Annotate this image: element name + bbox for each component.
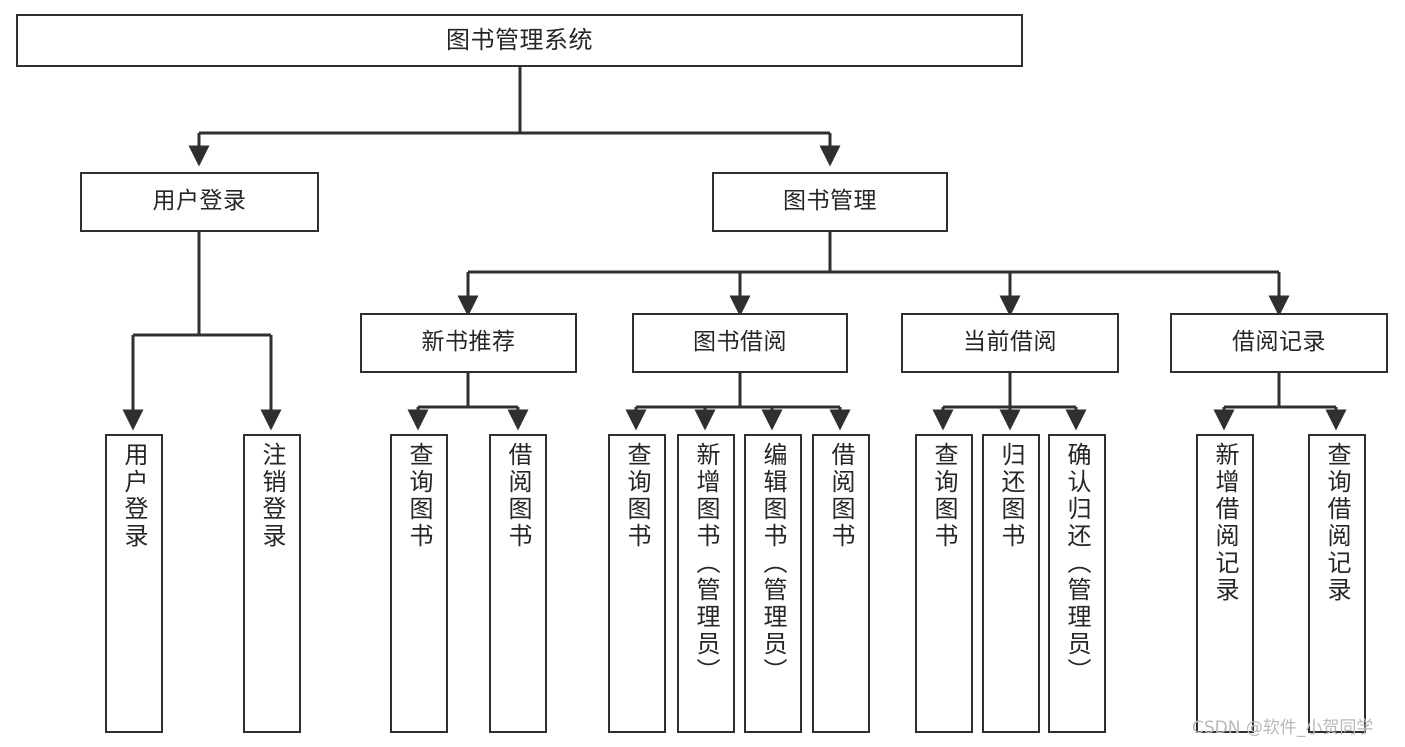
node-label: 查询图书: [623, 442, 651, 550]
node-leaf-query-borrow-record[interactable]: 查询借阅记录: [1308, 434, 1366, 733]
node-label: 借阅记录: [1232, 329, 1326, 356]
node-label: 新书推荐: [421, 329, 516, 356]
node-leaf-user-login[interactable]: 用户登录: [105, 434, 163, 733]
node-book-management-system[interactable]: 图书管理系统: [16, 14, 1023, 67]
watermark-text: CSDN @软件_小贺同学: [1192, 718, 1374, 738]
node-current-borrow[interactable]: 当前借阅: [901, 313, 1119, 373]
node-leaf-query-book-2[interactable]: 查询图书: [608, 434, 666, 733]
node-leaf-query-book-1[interactable]: 查询图书: [390, 434, 448, 733]
node-label: 图书管理: [783, 188, 877, 215]
node-label: 查询图书: [930, 442, 958, 550]
node-label: 用户登录: [152, 188, 247, 215]
node-label: 查询图书: [405, 442, 433, 550]
node-book-borrow[interactable]: 图书借阅: [632, 313, 848, 373]
node-label: 借阅图书: [504, 442, 532, 550]
node-leaf-confirm-return-admin[interactable]: 确认归还（管理员）: [1048, 434, 1106, 733]
node-label: 图书借阅: [693, 329, 787, 356]
node-label: 用户登录: [120, 442, 148, 550]
node-leaf-edit-book-admin[interactable]: 编辑图书（管理员）: [744, 434, 802, 733]
node-label: 图书管理系统: [446, 26, 593, 55]
node-leaf-logout-login[interactable]: 注销登录: [243, 434, 301, 733]
node-label: 借阅图书: [827, 442, 855, 550]
node-leaf-add-borrow-record[interactable]: 新增借阅记录: [1196, 434, 1254, 733]
node-leaf-return-book[interactable]: 归还图书: [982, 434, 1040, 733]
node-leaf-borrow-book-2[interactable]: 借阅图书: [812, 434, 870, 733]
node-borrow-record[interactable]: 借阅记录: [1170, 313, 1388, 373]
node-user-login[interactable]: 用户登录: [80, 172, 319, 232]
node-label: 新增图书（管理员）: [692, 442, 720, 685]
node-new-book-recommend[interactable]: 新书推荐: [360, 313, 577, 373]
node-label: 注销登录: [258, 442, 286, 550]
node-label: 查询借阅记录: [1323, 442, 1351, 604]
node-label: 新增借阅记录: [1211, 442, 1239, 604]
node-leaf-borrow-book-1[interactable]: 借阅图书: [489, 434, 547, 733]
node-leaf-query-book-3[interactable]: 查询图书: [915, 434, 973, 733]
node-label: 编辑图书（管理员）: [759, 442, 787, 685]
node-label: 确认归还（管理员）: [1063, 442, 1091, 685]
node-leaf-add-book-admin[interactable]: 新增图书（管理员）: [677, 434, 735, 733]
node-label: 当前借阅: [963, 329, 1057, 356]
node-book-management[interactable]: 图书管理: [712, 172, 948, 232]
node-label: 归还图书: [997, 442, 1025, 550]
